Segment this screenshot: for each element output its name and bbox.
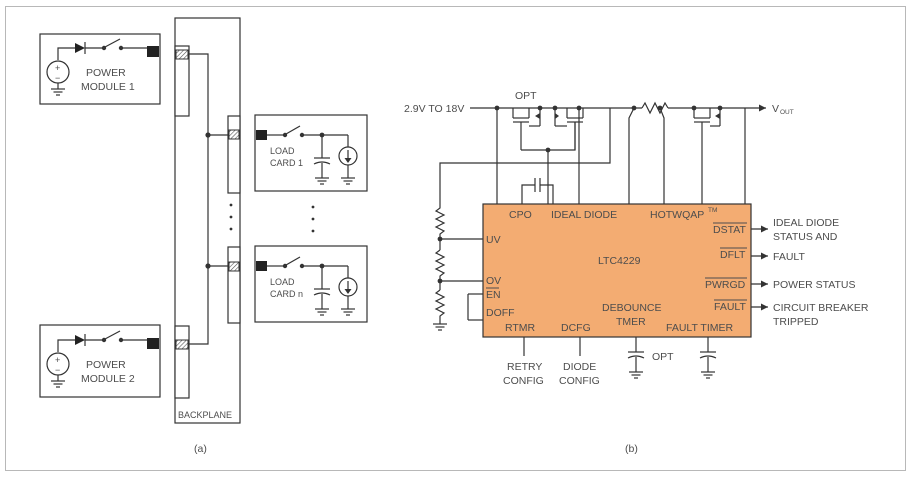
power-module-2-line1: POWER bbox=[86, 359, 126, 371]
output-ideal-diode-status-2: STATUS AND bbox=[773, 231, 838, 243]
power-module-1-line1: POWER bbox=[86, 67, 126, 79]
output-ideal-diode-status-1: IDEAL DIODE bbox=[773, 217, 839, 229]
pin-dstat: DSTAT bbox=[713, 224, 746, 236]
hotswap-mosfet bbox=[693, 108, 721, 204]
ltc4229-chip bbox=[482, 203, 752, 338]
connector-card-n bbox=[227, 246, 241, 324]
pin-dcfg: DCFG bbox=[561, 322, 591, 334]
backplane-label: BACKPLANE bbox=[178, 410, 232, 420]
diode-config-2: CONFIG bbox=[559, 375, 600, 387]
load-card-n: LOAD CARD n bbox=[254, 245, 368, 323]
retry-config-1: RETRY bbox=[507, 361, 542, 373]
pin-fault-timer: FAULT TIMER bbox=[666, 322, 734, 334]
input-voltage-label: 2.9V TO 18V bbox=[404, 103, 464, 115]
pin-uv: UV bbox=[486, 234, 501, 246]
pin-ideal-diode: IDEAL DIODE bbox=[551, 209, 617, 221]
pin-cpo: CPO bbox=[509, 209, 532, 221]
pin-ov: OV bbox=[486, 275, 501, 287]
pin-dflt: DFLT bbox=[720, 249, 746, 261]
panel-b: 2.9V TO 18V V OUT OPT bbox=[404, 90, 869, 455]
chip-name: LTC4229 bbox=[598, 255, 641, 267]
panel-b-caption: (b) bbox=[625, 443, 638, 455]
load-card-1-line2: CARD 1 bbox=[270, 158, 303, 168]
connector-module-2 bbox=[174, 325, 190, 399]
svg-text:−: − bbox=[55, 73, 60, 83]
output-circuit-breaker-2: TRIPPED bbox=[773, 316, 819, 328]
output-power-status: POWER STATUS bbox=[773, 279, 855, 291]
ideal-diode-mosfets bbox=[512, 108, 584, 153]
load-card-n-line1: LOAD bbox=[270, 277, 295, 287]
load-card-1-line1: LOAD bbox=[270, 146, 295, 156]
connector-card-1 bbox=[227, 115, 241, 194]
opt-top-label: OPT bbox=[515, 90, 537, 102]
power-module-2: + − POWER MODULE 2 bbox=[39, 324, 161, 398]
connector-module-1 bbox=[174, 45, 190, 117]
pin-rtmr: RTMR bbox=[505, 322, 536, 334]
pin-debounce-1: DEBOUNCE bbox=[602, 302, 662, 314]
pin-hotswap: HOTWQAP bbox=[650, 209, 704, 221]
pin-doff: DOFF bbox=[486, 307, 515, 319]
pin-pwrgd: PWRGD bbox=[705, 279, 746, 291]
retry-config-2: CONFIG bbox=[503, 375, 544, 387]
svg-text:+: + bbox=[55, 63, 60, 73]
load-card-n-line2: CARD n bbox=[270, 289, 303, 299]
opt-bottom-label: OPT bbox=[652, 351, 674, 363]
panel-a-caption: (a) bbox=[194, 443, 207, 455]
pin-fault: FAULT bbox=[714, 301, 746, 313]
svg-text:+: + bbox=[55, 355, 60, 365]
pin-debounce-2: TMER bbox=[616, 316, 646, 328]
output-circuit-breaker-1: CIRCUIT BREAKER bbox=[773, 302, 869, 314]
vout-subscript: OUT bbox=[780, 109, 794, 116]
svg-text:−: − bbox=[55, 365, 60, 375]
vout-label: V bbox=[772, 103, 779, 115]
pin-en: EN bbox=[486, 289, 501, 301]
output-fault: FAULT bbox=[773, 251, 805, 263]
power-module-2-line2: MODULE 2 bbox=[81, 373, 135, 385]
pin-hotswap-tm: TM bbox=[708, 207, 717, 214]
load-card-1: LOAD CARD 1 bbox=[254, 114, 368, 192]
figure-frame bbox=[5, 6, 906, 471]
power-module-1: + − POWER MODULE 1 bbox=[39, 33, 161, 105]
power-module-1-line2: MODULE 1 bbox=[81, 81, 135, 93]
diode-config-1: DIODE bbox=[563, 361, 596, 373]
panel-a: BACKPLANE bbox=[39, 17, 368, 455]
